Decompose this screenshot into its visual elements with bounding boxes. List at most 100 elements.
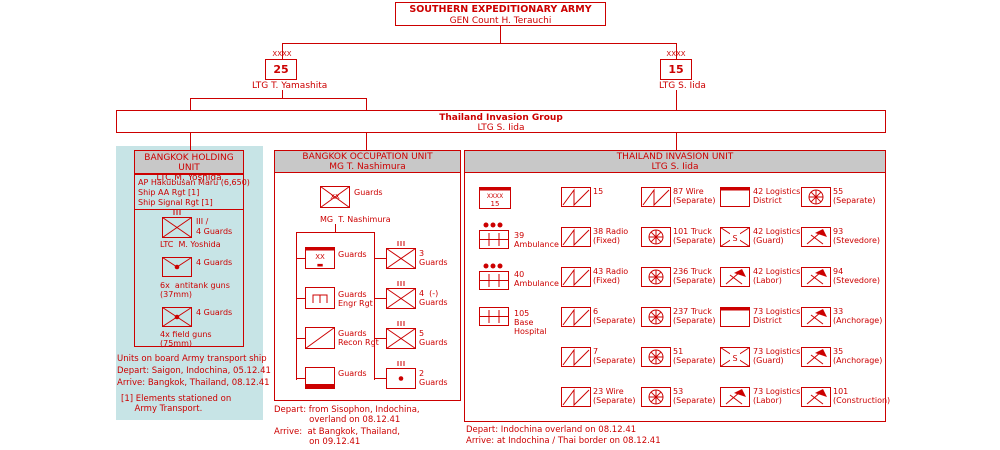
southern-army-box: SOUTHERN EXPEDITIONARY ARMY GEN Count H.… xyxy=(395,2,606,26)
ship-line-2: Ship AA Rgt [1] xyxy=(138,188,200,197)
connector xyxy=(296,232,374,233)
invasion-hq-echelon: XXXX xyxy=(487,193,503,200)
signal-unit-2 xyxy=(561,267,591,287)
connector xyxy=(296,338,305,339)
connector xyxy=(500,25,501,43)
connector xyxy=(282,90,283,98)
logistics-unit-3-label: 73 Logistics District xyxy=(753,307,801,325)
port-unit-1-label: 93 (Stevedore) xyxy=(833,227,881,245)
army25-number: 25 xyxy=(273,63,289,76)
connector xyxy=(676,90,677,110)
holding-unit-header: BANGKOK HOLDING UNIT LTC M. Yoshida xyxy=(134,150,244,183)
holding-unit-commander: LTC M. Yoshida xyxy=(156,173,222,183)
occupation-right-2-label: 4 (-) Guards xyxy=(419,289,448,307)
invasion-group-commander: LTG S. Iida xyxy=(477,123,525,133)
occupation-arrive: Arrive: at Bangkok, Thailand, on 09.12.4… xyxy=(274,427,400,447)
occupation-right-4-label: 2 Guards xyxy=(419,369,448,387)
hospital-105-label: 105 Base Hospital xyxy=(514,309,547,336)
hospital-105-symbol xyxy=(479,307,509,326)
occupation-unit-header: BANGKOK OCCUPATION UNIT MG T. Nashimura xyxy=(274,150,461,173)
ambulance-39-label: 39 Ambulance xyxy=(514,231,559,249)
ambulance-40-label: 40 Ambulance xyxy=(514,270,559,288)
logistics-unit-3 xyxy=(720,307,750,327)
truck-unit-0 xyxy=(641,187,671,207)
connector xyxy=(296,378,305,379)
army15-echelon: XXXX xyxy=(666,50,686,58)
occupation-unit-panel xyxy=(274,150,461,401)
logistics-unit-1-label: 42 Logistics (Guard) xyxy=(753,227,801,245)
connector xyxy=(374,258,386,259)
signal-unit-5-label: 23 Wire (Separate) xyxy=(593,387,636,405)
signal-unit-2-label: 43 Radio (Fixed) xyxy=(593,267,629,285)
ambulance-40-symbol xyxy=(479,263,509,290)
holding-note-3: Arrive: Bangkok, Thailand, 08.12.41 xyxy=(117,378,270,388)
signal-unit-3 xyxy=(561,307,591,327)
southern-army-title: SOUTHERN EXPEDITIONARY ARMY xyxy=(409,4,592,15)
army15-box: 15 xyxy=(660,59,692,80)
holding-note-1: Units on board Army transport ship xyxy=(117,354,267,364)
occupation-hq-commander: MG T. Nashimura xyxy=(320,215,391,224)
occupation-unit-commander: MG T. Nashimura xyxy=(329,162,406,172)
invasion-unit-header: THAILAND INVASION UNIT LTG S. Iida xyxy=(464,150,886,173)
logistics-unit-1: S xyxy=(720,227,750,247)
connector xyxy=(676,133,677,150)
port-unit-3-label: 33 (Anchorage) xyxy=(833,307,883,325)
occupation-left-1: XX ▬ xyxy=(305,247,335,269)
ambulance-39-symbol xyxy=(479,222,509,249)
connector xyxy=(190,133,191,150)
svg-text:▬: ▬ xyxy=(317,261,324,269)
holding-unit1-sub: LTC M. Yoshida xyxy=(160,240,221,249)
connector xyxy=(374,338,386,339)
army25-commander: LTG T. Yamashita xyxy=(252,81,328,91)
occupation-right-4 xyxy=(386,361,416,389)
invasion-group-box: Thailand Invasion Group LTG S. Iida xyxy=(116,110,886,133)
connector xyxy=(374,378,386,379)
invasion-unit-title: THAILAND INVASION UNIT xyxy=(616,152,734,162)
truck-unit-2 xyxy=(641,267,671,287)
port-unit-4 xyxy=(801,347,831,367)
logistics-unit-0 xyxy=(720,187,750,207)
truck-unit-3 xyxy=(641,307,671,327)
southern-army-commander: GEN Count H. Terauchi xyxy=(449,16,552,26)
port-unit-4-label: 35 (Anchorage) xyxy=(833,347,883,365)
svg-text:XX: XX xyxy=(315,253,325,261)
invasion-hq-number: 15 xyxy=(491,200,500,208)
occupation-hq-label: Guards xyxy=(354,188,383,197)
holding-footnote: [1] Elements stationed on Army Transport… xyxy=(121,394,232,414)
holding-unit1-echelon: III / xyxy=(196,217,209,226)
port-unit-3 xyxy=(801,307,831,327)
army15-commander: LTG S. Iida xyxy=(659,81,706,91)
holding-fieldgun-symbol xyxy=(162,307,192,327)
occupation-right-2 xyxy=(386,281,416,309)
port-unit-0-label: 55 (Separate) xyxy=(833,187,876,205)
connector xyxy=(296,232,297,380)
holding-unit2-label: 4 Guards xyxy=(196,258,233,267)
truck-unit-1 xyxy=(641,227,671,247)
truck-unit-1-label: 101 Truck (Separate) xyxy=(673,227,716,245)
logistics-unit-4-label: 73 Logistics (Guard) xyxy=(753,347,801,365)
port-unit-2 xyxy=(801,267,831,287)
connector xyxy=(335,224,336,232)
occupation-right-1-label: 3 Guards xyxy=(419,249,448,267)
occupation-left-2-label: Guards Engr Rgt xyxy=(338,290,373,308)
ship-line-1: AP Hakubusan Maru (6,650) xyxy=(138,178,250,187)
connector xyxy=(190,98,366,99)
holding-antitank-symbol xyxy=(162,257,192,277)
occupation-left-3 xyxy=(305,327,335,349)
connector xyxy=(366,98,367,110)
truck-unit-4 xyxy=(641,347,671,367)
connector xyxy=(282,43,283,59)
invasion-depart: Depart: Indochina overland on 08.12.41 xyxy=(466,425,637,435)
port-unit-2-label: 94 (Stevedore) xyxy=(833,267,881,285)
port-unit-5-label: 101 (Construction) xyxy=(833,387,891,405)
svg-text:S: S xyxy=(732,234,737,243)
truck-unit-4-label: 51 (Separate) xyxy=(673,347,716,365)
occupation-depart: Depart: from Sisophon, Indochina, overla… xyxy=(274,405,420,425)
svg-text:S: S xyxy=(732,354,737,363)
connector xyxy=(374,298,386,299)
army25-box: 25 xyxy=(265,59,297,80)
signal-unit-4 xyxy=(561,347,591,367)
signal-unit-0 xyxy=(561,187,591,207)
connector xyxy=(374,232,375,380)
occupation-right-3 xyxy=(386,321,416,349)
